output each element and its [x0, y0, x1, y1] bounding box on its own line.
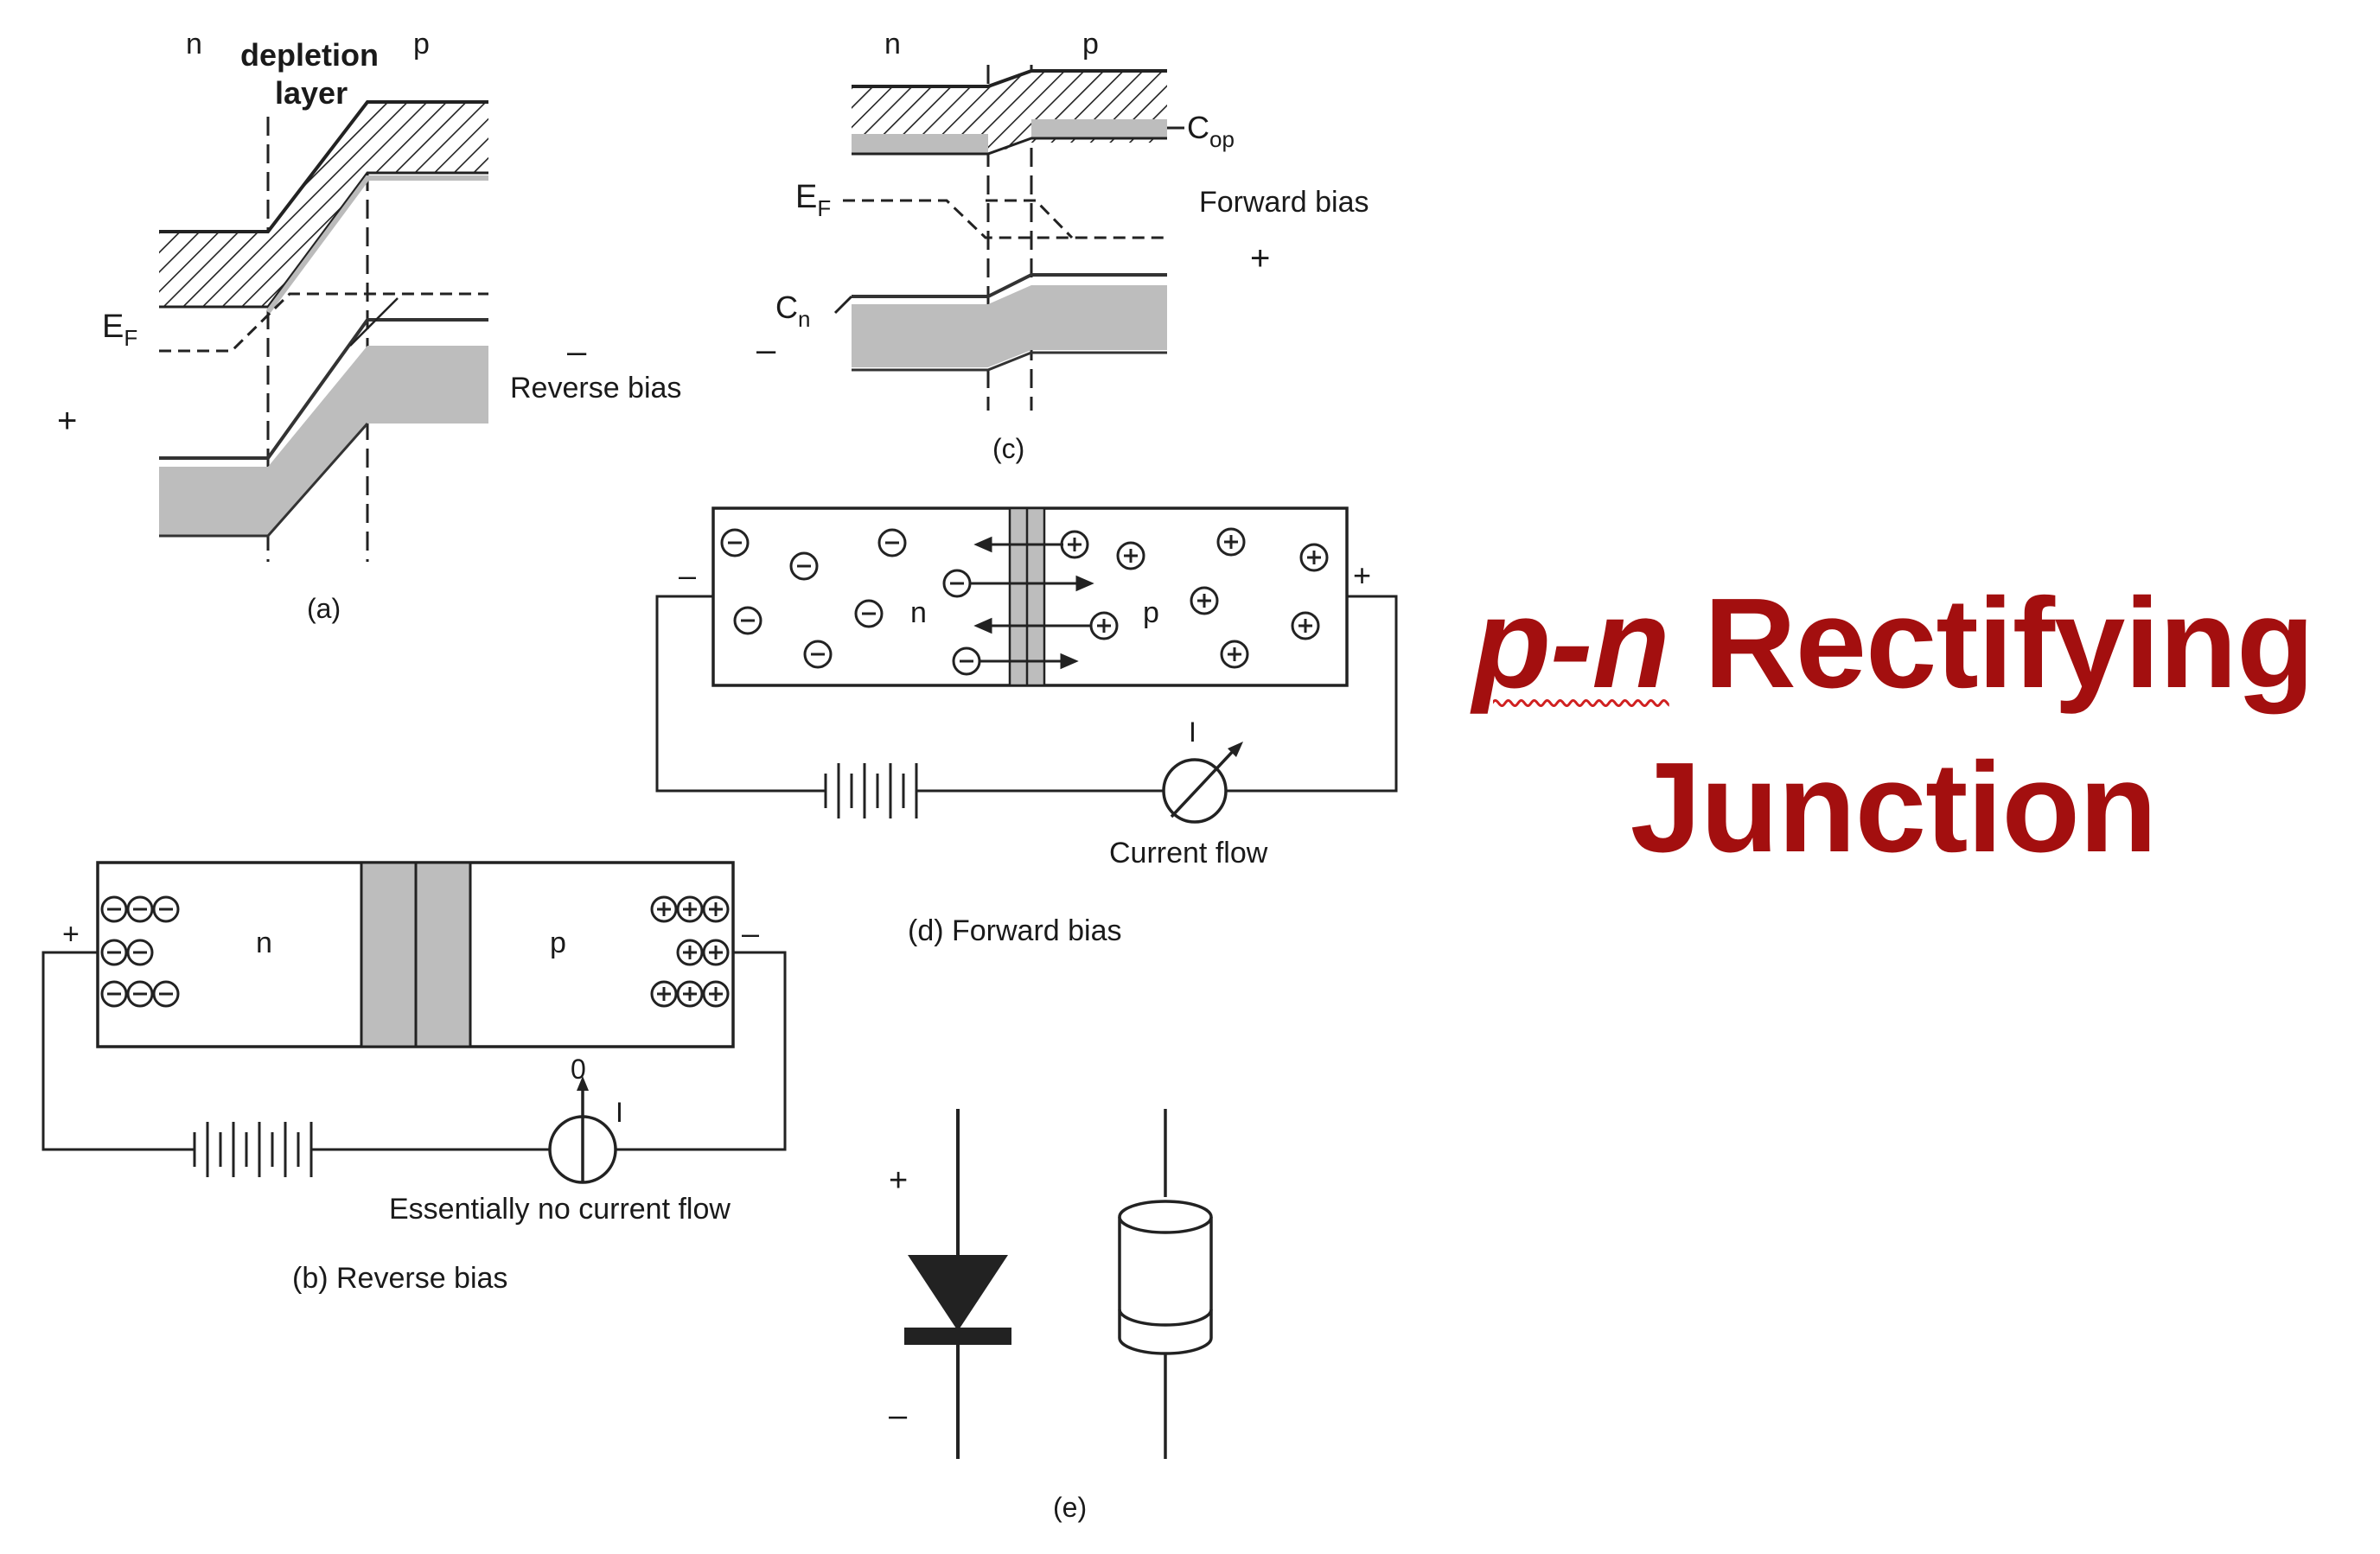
label-p-c: p — [1082, 28, 1099, 61]
no-current-label: Essentially no current flow — [389, 1193, 731, 1226]
label-p-b: p — [550, 927, 566, 959]
label-layer: layer — [275, 75, 348, 111]
diode-symbol-icon — [908, 1255, 1008, 1331]
label-n-c: n — [884, 28, 901, 61]
minus-sign-e: – — [889, 1398, 908, 1434]
forward-bias-label-c: Forward bias — [1199, 186, 1369, 219]
label-ef-a: EF — [102, 309, 137, 351]
ammeter-zero-b: 0 — [571, 1054, 586, 1085]
caption-b: (b) Reverse bias — [292, 1262, 507, 1295]
caption-d: (d) Forward bias — [908, 914, 1122, 947]
battery-b — [193, 1122, 324, 1177]
label-depletion: depletion — [240, 37, 379, 73]
slide-title: p-n Rectifying Junction — [1418, 562, 2369, 890]
holes-b — [650, 895, 730, 1008]
band-diagram-reverse: n depletion layer p EF – + Reverse bias … — [57, 28, 681, 624]
plus-sign-c: + — [1250, 239, 1270, 277]
fermi-level-c — [843, 199, 1167, 239]
plus-sign-e: + — [889, 1162, 908, 1199]
reverse-bias-label-a: Reverse bias — [510, 372, 681, 404]
title-pn: p-n — [1472, 572, 1670, 715]
label-p-d: p — [1143, 596, 1159, 629]
label-n-a: n — [186, 28, 202, 61]
conduction-band-a — [159, 102, 488, 307]
caption-c-top: (c) — [992, 433, 1024, 464]
ammeter-b — [548, 1085, 617, 1184]
minus-sign-c: – — [756, 331, 776, 369]
band-diagram-forward: n p Cop EF Cn Forward bias + – (c) — [756, 28, 1369, 464]
title-rectifying: Rectifying — [1703, 572, 2314, 715]
diode-package-icon — [1118, 1109, 1213, 1459]
minus-sign-a: – — [567, 333, 587, 371]
current-flow-label: Current flow — [1109, 837, 1268, 869]
plus-terminal-d: + — [1353, 557, 1371, 593]
battery-d — [821, 763, 925, 818]
caption-e: (e) — [1053, 1492, 1087, 1523]
ammeter-d — [1162, 746, 1238, 824]
ammeter-label-b: I — [616, 1097, 623, 1128]
plus-terminal-b: + — [62, 918, 80, 951]
forward-bias-circuit: I – + n p Current flow (d) Forward bias — [655, 506, 1398, 947]
diode-symbols: + – (e) — [889, 1109, 1213, 1523]
label-cn: Cn — [775, 290, 810, 332]
title-line-2: Junction — [1630, 736, 2158, 879]
label-cop: Cop — [1187, 110, 1235, 152]
valence-band-a — [159, 346, 488, 536]
reverse-bias-circuit: 0 I + – n p Essentially no current flow … — [41, 861, 787, 1295]
ammeter-label-d: I — [1189, 716, 1196, 748]
title-line-1: p-n Rectifying — [1418, 562, 2369, 726]
caption-a: (a) — [307, 593, 341, 624]
valence-band-c — [852, 285, 1167, 367]
fermi-level-a — [159, 292, 488, 353]
label-n-b: n — [256, 927, 272, 959]
label-n-d: n — [910, 596, 927, 629]
label-p-a: p — [413, 28, 430, 61]
minus-terminal-d: – — [679, 557, 696, 593]
minus-terminal-b: – — [742, 915, 759, 951]
label-ef-c: EF — [795, 179, 831, 221]
electrons-d — [720, 528, 981, 676]
plus-sign-a: + — [57, 402, 77, 440]
